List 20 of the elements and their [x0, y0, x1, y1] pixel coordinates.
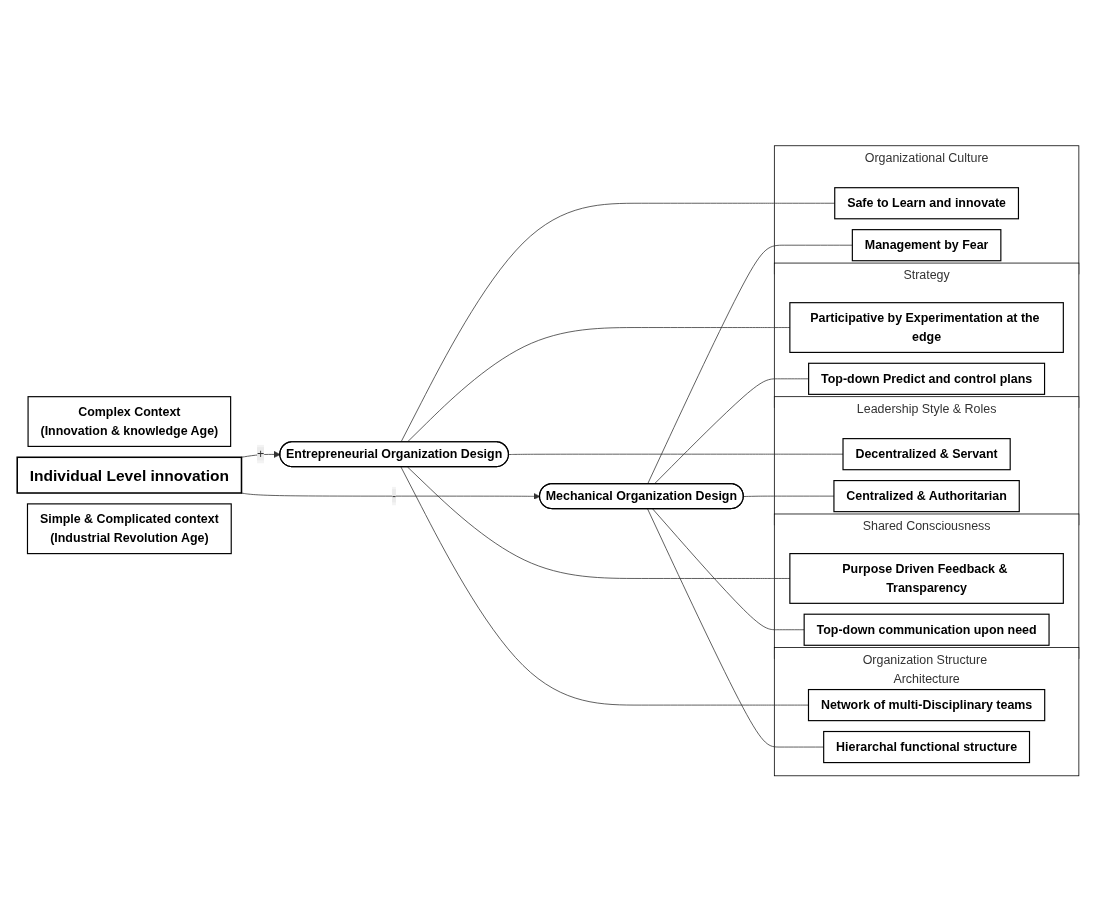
node-box: Network of multi-Disciplinary teams [807, 689, 1046, 722]
node-box: Top-down Predict and control plans [808, 362, 1046, 396]
connector [652, 508, 805, 631]
connector [653, 378, 809, 485]
node-box: Individual Level innovation [16, 456, 243, 494]
edge-label: - [392, 489, 397, 503]
node-box: Management by Fear [851, 229, 1002, 262]
node-box: Centralized & Authoritarian [833, 480, 1020, 513]
node-box: Simple & Complicated context (Industrial Revolution Age) [26, 503, 232, 555]
node-box: Top-down communication upon need [803, 613, 1050, 647]
node-box: Complex Context (Innovation & knowledge Age) [27, 396, 232, 448]
connector [647, 245, 853, 485]
edge-label: + [256, 447, 265, 461]
node-box: Hierarchal functional structure [823, 731, 1031, 764]
node-box: Participative by Experimentation at the edge [789, 302, 1064, 354]
connector [400, 466, 809, 706]
node-box: Decentralized & Servant [842, 438, 1011, 471]
node-box: Safe to Learn and innovate [834, 187, 1019, 220]
node-box: Purpose Driven Feedback & Transparency [789, 553, 1064, 605]
connector [647, 508, 824, 748]
